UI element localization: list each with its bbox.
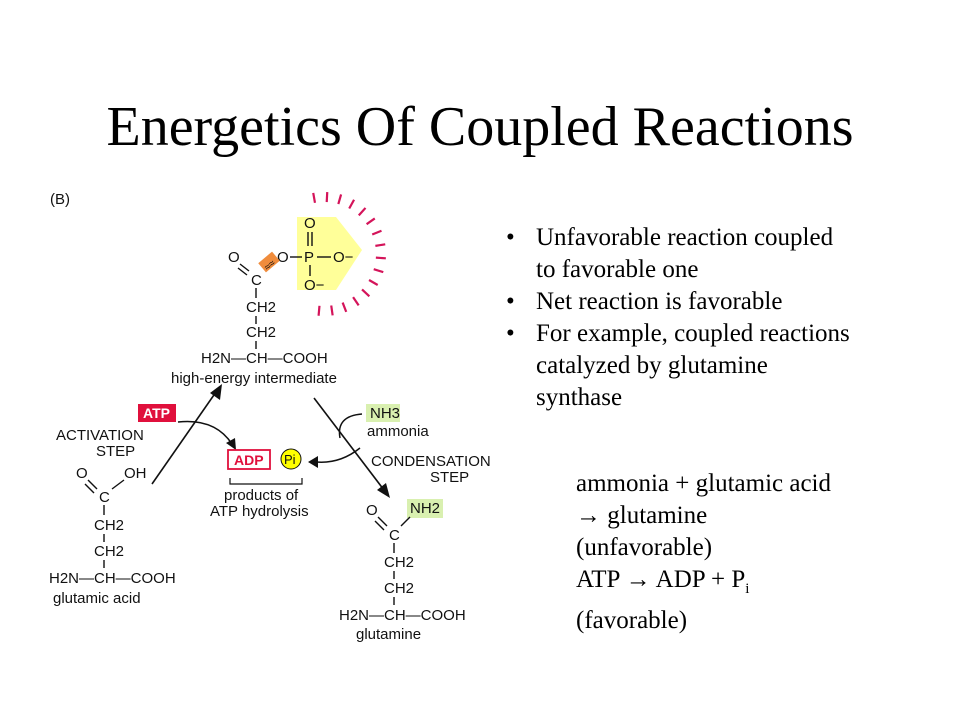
glutamine-amide: NH2 bbox=[410, 500, 440, 517]
starburst-ray bbox=[375, 243, 386, 247]
carbonyl-oxygen: O bbox=[228, 249, 240, 266]
glutamic-backbone: H2N—CH—COOH bbox=[49, 570, 176, 587]
atp-label: ATP bbox=[143, 405, 170, 421]
phosphate-highlight bbox=[297, 217, 362, 290]
panel-label: (B) bbox=[50, 191, 70, 208]
starburst-ray bbox=[348, 199, 356, 210]
glutamic-carbon: C bbox=[99, 489, 110, 506]
bullet-marker: • bbox=[506, 224, 515, 251]
starburst-ray bbox=[375, 256, 386, 260]
pi-circle bbox=[280, 448, 302, 470]
starburst-ray bbox=[368, 279, 379, 286]
adp-tag bbox=[227, 449, 271, 470]
phosphate-starburst bbox=[312, 192, 386, 316]
starburst-ray bbox=[365, 217, 376, 226]
activation-arrow bbox=[151, 391, 217, 485]
intermediate-caption: high-energy intermediate bbox=[171, 370, 337, 387]
bullet-1-line-2: to favorable one bbox=[536, 256, 699, 283]
phosphate-subscript: i bbox=[745, 581, 750, 597]
equation-line-1: ammonia + glutamic acid bbox=[576, 470, 831, 497]
phosphorus-atom: P bbox=[304, 249, 314, 266]
starburst-ray bbox=[337, 194, 343, 205]
starburst-ray bbox=[317, 305, 321, 316]
starburst-ray bbox=[341, 302, 348, 313]
glutamic-oxygen: O bbox=[76, 465, 88, 482]
pi-label: Pi bbox=[284, 452, 296, 467]
starburst-ray bbox=[325, 192, 329, 203]
bullet-item-3: • For example, coupled reactions catalyz… bbox=[506, 318, 946, 414]
starburst-ray bbox=[371, 229, 382, 236]
glutamine-structure: O NH2 C CH2 CH2 H2N—CH—COOH glutamine bbox=[339, 499, 466, 643]
phosphate-oxygen-right: O− bbox=[333, 249, 354, 266]
equation-line-4: ATP → ADP + Pi bbox=[576, 564, 946, 605]
nh2-highlight bbox=[407, 499, 443, 518]
bullet-marker: • bbox=[506, 288, 515, 315]
slide-title: Energetics Of Coupled Reactions bbox=[106, 96, 854, 158]
starburst-ray bbox=[330, 305, 334, 316]
intermediate-backbone: H2N—CH—COOH bbox=[201, 350, 328, 367]
condensation-arrow bbox=[313, 397, 385, 491]
glutamine-ch2-upper: CH2 bbox=[384, 554, 414, 571]
nh3-label: NH3 bbox=[370, 405, 400, 422]
glutamic-ch2-lower: CH2 bbox=[94, 543, 124, 560]
glutamic-ch2-upper: CH2 bbox=[94, 517, 124, 534]
products-caption: products of bbox=[224, 487, 299, 504]
product-return-curve bbox=[315, 447, 361, 463]
starburst-ray bbox=[352, 296, 360, 307]
equation-line-5: (favorable) bbox=[576, 607, 688, 634]
bullet-list: • Unfavorable reaction coupled to favora… bbox=[506, 222, 946, 414]
atp-to-adp-curve bbox=[177, 420, 233, 445]
bullet-item-2: • Net reaction is favorable bbox=[506, 286, 946, 318]
reaction-equations: ammonia + glutamic acid → glutamine (unf… bbox=[576, 468, 946, 637]
products-caption-2: ATP hydrolysis bbox=[210, 503, 309, 520]
bridge-oxygen: O bbox=[277, 249, 289, 266]
glutamic-hydroxyl: OH bbox=[124, 465, 147, 482]
condensation-step-label-2: STEP bbox=[430, 469, 469, 486]
glutamine-caption: glutamine bbox=[356, 626, 421, 643]
starburst-ray bbox=[361, 288, 371, 298]
bullet-3-line-3: synthase bbox=[536, 384, 623, 411]
bullet-1-line-1: Unfavorable reaction coupled bbox=[536, 224, 834, 251]
bullet-item-1: • Unfavorable reaction coupled to favora… bbox=[506, 222, 946, 286]
ch2-upper: CH2 bbox=[246, 299, 276, 316]
atp-hydrolysis-equation: ATP → ADP + P bbox=[576, 566, 746, 593]
starburst-ray bbox=[373, 268, 384, 274]
bullet-2-line-1: Net reaction is favorable bbox=[536, 288, 783, 315]
phosphate-oxygen-top: O bbox=[304, 215, 316, 232]
activation-step-label: ACTIVATION bbox=[56, 427, 144, 444]
activation-step-label-2: STEP bbox=[96, 443, 135, 460]
condensation-step-label: CONDENSATION bbox=[371, 453, 491, 470]
glutamine-carbon: C bbox=[389, 527, 400, 544]
high-energy-intermediate: O P O− O− O O C ≈≈ CH2 CH2 H2N—CH—COOH h… bbox=[171, 215, 354, 387]
equation-line-2: → glutamine bbox=[576, 502, 708, 529]
coupled-reaction-diagram: (B) O P O− O− O O C ≈≈ CH2 CH2 H2N—CH—CO… bbox=[49, 191, 491, 643]
starburst-ray bbox=[312, 192, 317, 203]
products-bracket bbox=[229, 478, 303, 485]
high-energy-bond-highlight bbox=[258, 251, 280, 273]
nh3-highlight bbox=[366, 404, 400, 422]
nh3-curve bbox=[338, 413, 363, 439]
adp-label: ADP bbox=[234, 452, 264, 468]
atp-tag bbox=[138, 404, 176, 422]
glutamine-oxygen: O bbox=[366, 502, 378, 519]
glutamic-acid-structure: O OH C CH2 CH2 H2N—CH—COOH glutamic acid bbox=[49, 465, 176, 607]
ch2-lower: CH2 bbox=[246, 324, 276, 341]
ammonia-caption: ammonia bbox=[367, 423, 429, 440]
bullet-marker: • bbox=[506, 320, 515, 347]
starburst-ray bbox=[357, 207, 367, 217]
glutamine-ch2-lower: CH2 bbox=[384, 580, 414, 597]
phosphate-oxygen-bottom: O− bbox=[304, 277, 325, 294]
bullet-3-line-1: For example, coupled reactions bbox=[536, 320, 850, 347]
bullet-3-line-2: catalyzed by glutamine bbox=[536, 352, 768, 379]
carbonyl-carbon: C bbox=[251, 272, 262, 289]
glutamine-backbone: H2N—CH—COOH bbox=[339, 607, 466, 624]
glutamic-acid-caption: glutamic acid bbox=[53, 590, 141, 607]
equation-line-3: (unfavorable) bbox=[576, 534, 713, 561]
